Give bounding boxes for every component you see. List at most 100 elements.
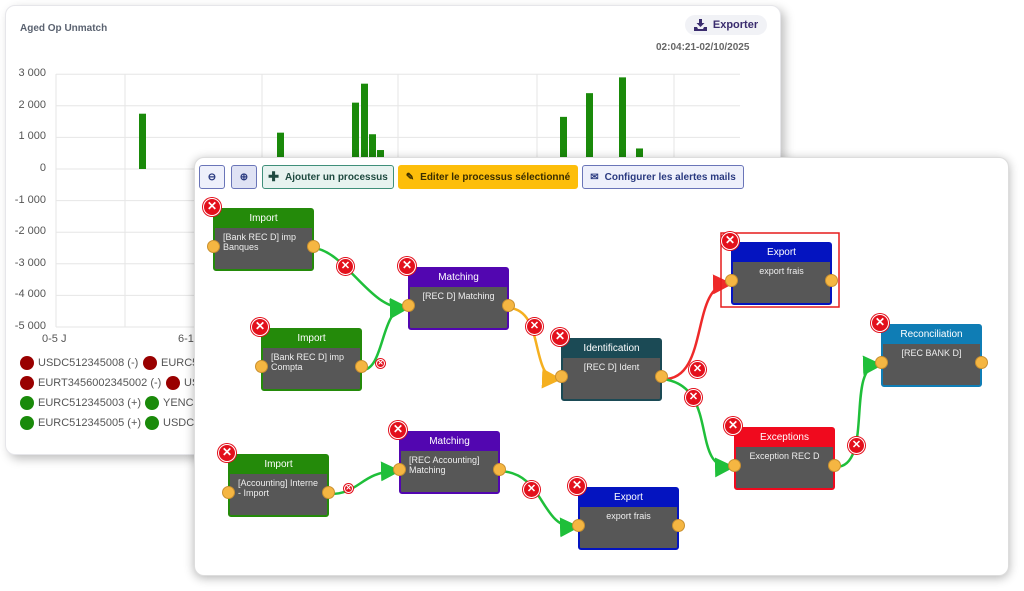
legend-item[interactable]: USDC512345008 (-)	[20, 356, 138, 370]
delete-edge-icon[interactable]: ✕	[376, 359, 385, 368]
process-node-identification[interactable]: Identification [REC D] Ident ✕	[551, 328, 668, 401]
configure-alerts-button[interactable]: ✉ Configurer les alertes mails	[582, 165, 744, 189]
output-port[interactable]	[655, 370, 668, 383]
input-port[interactable]	[393, 463, 406, 476]
delete-edge-icon[interactable]: ✕	[848, 437, 865, 454]
x-tick: 6-1	[178, 333, 194, 345]
add-process-button[interactable]: ✚ Ajouter un processus	[262, 165, 394, 189]
legend-label: YENC	[163, 397, 194, 409]
output-port[interactable]	[307, 240, 320, 253]
legend-item[interactable]: EURC512345003 (+)	[20, 396, 141, 410]
delete-node-icon[interactable]: ✕	[389, 421, 407, 439]
delete-node-icon[interactable]: ✕	[551, 328, 569, 346]
process-node-import[interactable]: Import[Accounting] Interne - Import✕	[218, 444, 335, 517]
node-type: Identification	[563, 340, 660, 358]
process-node-import[interactable]: Import[Bank REC D] imp Compta✕	[251, 318, 368, 391]
legend-item[interactable]: EURC512345005 (+)	[20, 416, 141, 430]
delete-node-icon[interactable]: ✕	[203, 198, 221, 216]
process-node-import[interactable]: Import[Bank REC D] imp Banques✕	[203, 198, 320, 271]
legend-label: EURC5	[161, 357, 199, 369]
input-port[interactable]	[875, 356, 888, 369]
legend-dot-icon	[20, 396, 34, 410]
input-port[interactable]	[572, 519, 585, 532]
edge	[661, 274, 733, 381]
legend-dot-icon	[20, 416, 34, 430]
node-type: Matching	[410, 269, 507, 287]
y-tick: -2 000	[14, 225, 46, 238]
legend-dot-icon	[143, 356, 157, 370]
y-tick: -1 000	[14, 193, 46, 206]
bar	[619, 77, 626, 169]
output-port[interactable]	[828, 459, 841, 472]
timestamp: 02:04:21-02/10/2025	[656, 42, 750, 53]
y-tick: 1 000	[18, 130, 46, 143]
legend-item[interactable]: EURC5	[143, 356, 198, 370]
input-port[interactable]	[402, 299, 415, 312]
selection-outline	[720, 232, 840, 308]
process-node-matching[interactable]: Matching[REC D] Matching✕	[398, 257, 515, 330]
edge	[312, 246, 410, 319]
plus-icon: ✚	[268, 169, 280, 184]
input-port[interactable]	[555, 370, 568, 383]
output-port[interactable]	[493, 463, 506, 476]
node-type: Exceptions	[736, 429, 833, 447]
node-label: [Accounting] Interne - Import	[238, 478, 319, 498]
delete-node-icon[interactable]: ✕	[568, 477, 586, 495]
process-node-matching[interactable]: Matching[REC Accounting] Matching✕	[389, 421, 506, 494]
configure-alerts-label: Configurer les alertes mails	[604, 171, 736, 183]
edge	[327, 461, 401, 496]
input-port[interactable]	[255, 360, 268, 373]
legend-label: USDC	[163, 417, 195, 429]
edit-process-button[interactable]: ✎Editer le processus sélectionné	[398, 165, 578, 189]
edge	[508, 306, 562, 389]
edge	[833, 355, 883, 469]
input-port[interactable]	[207, 240, 220, 253]
bar	[352, 102, 359, 169]
export-button[interactable]: Exporter	[685, 15, 767, 35]
output-port[interactable]	[322, 486, 335, 499]
legend-item[interactable]: USDC	[145, 416, 194, 430]
delete-edge-icon[interactable]: ✕	[523, 481, 540, 498]
bar	[361, 83, 368, 169]
add-process-label: Ajouter un processus	[285, 171, 388, 183]
zoom-out-icon: ⊖	[207, 171, 217, 183]
legend-label: USDC512345008 (-)	[38, 357, 139, 369]
delete-node-icon[interactable]: ✕	[398, 257, 416, 275]
delete-node-icon[interactable]: ✕	[251, 318, 269, 336]
legend-dot-icon	[145, 416, 159, 430]
legend-item[interactable]: YENC	[145, 396, 194, 410]
zoom-in-button[interactable]: ⊕	[231, 165, 257, 189]
delete-edge-icon[interactable]: ✕	[337, 258, 354, 275]
delete-node-icon[interactable]: ✕	[871, 314, 889, 332]
output-port[interactable]	[975, 356, 988, 369]
delete-edge-icon[interactable]: ✕	[344, 484, 353, 493]
input-port[interactable]	[728, 459, 741, 472]
output-port[interactable]	[825, 274, 838, 287]
zoom-out-button[interactable]: ⊖	[199, 165, 225, 189]
delete-node-icon[interactable]: ✕	[724, 417, 742, 435]
output-port[interactable]	[672, 519, 685, 532]
card-title: Aged Op Unmatch	[20, 23, 108, 34]
legend-label: EURC512345005 (+)	[38, 417, 142, 429]
delete-edge-icon[interactable]: ✕	[526, 318, 543, 335]
delete-node-icon[interactable]: ✕	[721, 232, 739, 250]
delete-node-icon[interactable]: ✕	[218, 444, 236, 462]
node-type: Matching	[401, 433, 498, 451]
delete-edge-icon[interactable]: ✕	[689, 361, 706, 378]
node-label: [REC D] Ident	[583, 362, 640, 372]
legend-item[interactable]: EURT3456002345002 (-)	[20, 376, 161, 390]
output-port[interactable]	[355, 360, 368, 373]
node-label: [Bank REC D] imp Compta	[271, 352, 345, 372]
delete-edge-icon[interactable]: ✕	[685, 389, 702, 406]
input-port[interactable]	[725, 274, 738, 287]
input-port[interactable]	[222, 486, 235, 499]
process-node-reconciliation[interactable]: Reconciliation[REC BANK D]✕	[871, 314, 988, 387]
mail-icon: ✉	[590, 171, 599, 183]
legend-dot-icon	[20, 356, 34, 370]
y-tick: 0	[39, 162, 46, 174]
output-port[interactable]	[502, 299, 515, 312]
